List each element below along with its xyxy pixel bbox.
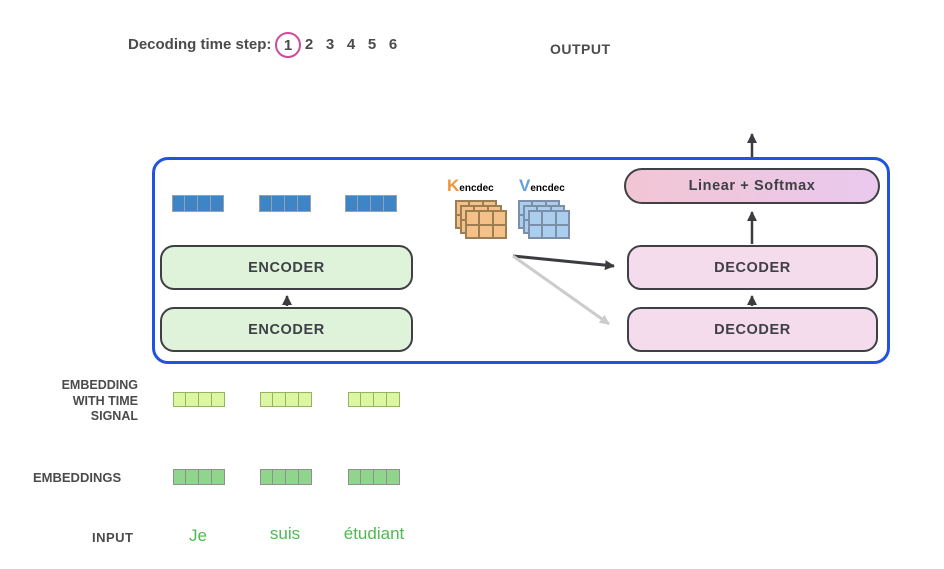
vector-cell xyxy=(298,195,311,212)
vector-cell xyxy=(211,195,224,212)
embedding-with-time-signal-label: EMBEDDING WITH TIME SIGNAL xyxy=(61,378,138,423)
vector-cell xyxy=(260,469,273,485)
input-word-je: Je xyxy=(189,526,207,545)
vector-cell xyxy=(273,469,286,485)
vector-cell xyxy=(199,469,212,485)
vector-cell xyxy=(361,469,374,485)
vector-cell xyxy=(199,392,212,407)
vector-cell xyxy=(173,469,186,485)
vector-cell xyxy=(384,195,397,212)
input-word-suis: suis xyxy=(269,524,301,543)
output-label: OUTPUT xyxy=(550,41,611,57)
time-step-6: 6 xyxy=(388,36,398,53)
vector-cell xyxy=(371,195,384,212)
encoder-block-top: ENCODER xyxy=(160,245,413,290)
time-step-1-active: 1 xyxy=(275,32,301,58)
input-word-etudiant: étudiant xyxy=(343,524,405,543)
vector-cell xyxy=(260,392,273,407)
k-label-main: K xyxy=(447,176,460,195)
linear-softmax-block: Linear + Softmax xyxy=(624,168,880,204)
vector-cell xyxy=(285,195,298,212)
vector-cell xyxy=(345,195,358,212)
vector-cell xyxy=(259,195,272,212)
vector-cell xyxy=(348,392,361,407)
encoder-token-vector-3 xyxy=(345,195,397,212)
v-matrix-stack xyxy=(518,200,570,240)
decoder-block-bottom: DECODER xyxy=(627,307,878,352)
embedding-vector-1 xyxy=(173,469,225,485)
vector-cell xyxy=(185,195,198,212)
vector-cell xyxy=(212,392,225,407)
vector-cell xyxy=(272,195,285,212)
time-step-5: 5 xyxy=(367,36,377,53)
k-encdec-label: Kencdec xyxy=(447,176,494,196)
input-label: INPUT xyxy=(92,530,134,545)
embeddings-label: EMBEDDINGS xyxy=(33,470,122,485)
v-label-main: V xyxy=(519,176,531,195)
vector-cell xyxy=(348,469,361,485)
vector-cell xyxy=(286,392,299,407)
vector-cell xyxy=(186,392,199,407)
vector-cell xyxy=(299,392,312,407)
encoder-block-bottom: ENCODER xyxy=(160,307,413,352)
vector-cell xyxy=(361,392,374,407)
vector-cell xyxy=(198,195,211,212)
encoder-token-vector-2 xyxy=(259,195,311,212)
vector-cell xyxy=(299,469,312,485)
vector-cell xyxy=(186,469,199,485)
vector-cell xyxy=(358,195,371,212)
time-signal-vector-3 xyxy=(348,392,400,407)
vector-cell xyxy=(387,392,400,407)
decoding-time-step-label: Decoding time step: xyxy=(128,36,272,53)
vector-cell xyxy=(374,392,387,407)
encoder-token-vector-1 xyxy=(172,195,224,212)
time-step-4: 4 xyxy=(346,36,356,53)
k-label-subscript: encdec xyxy=(459,183,494,194)
k-matrix-stack xyxy=(455,200,507,240)
vector-cell xyxy=(173,392,186,407)
embedding-vector-2 xyxy=(260,469,312,485)
embedding-vector-3 xyxy=(348,469,400,485)
vector-cell xyxy=(374,469,387,485)
vector-cell xyxy=(286,469,299,485)
v-label-subscript: encdec xyxy=(530,183,565,194)
vector-cell xyxy=(273,392,286,407)
vector-cell xyxy=(387,469,400,485)
time-step-2: 2 xyxy=(304,36,314,53)
vector-cell xyxy=(172,195,185,212)
time-signal-vector-2 xyxy=(260,392,312,407)
v-matrix-layer xyxy=(528,210,570,239)
decoder-block-top: DECODER xyxy=(627,245,878,290)
time-signal-vector-1 xyxy=(173,392,225,407)
time-step-3: 3 xyxy=(325,36,335,53)
vector-cell xyxy=(212,469,225,485)
v-encdec-label: Vencdec xyxy=(519,176,565,196)
k-matrix-layer xyxy=(465,210,507,239)
